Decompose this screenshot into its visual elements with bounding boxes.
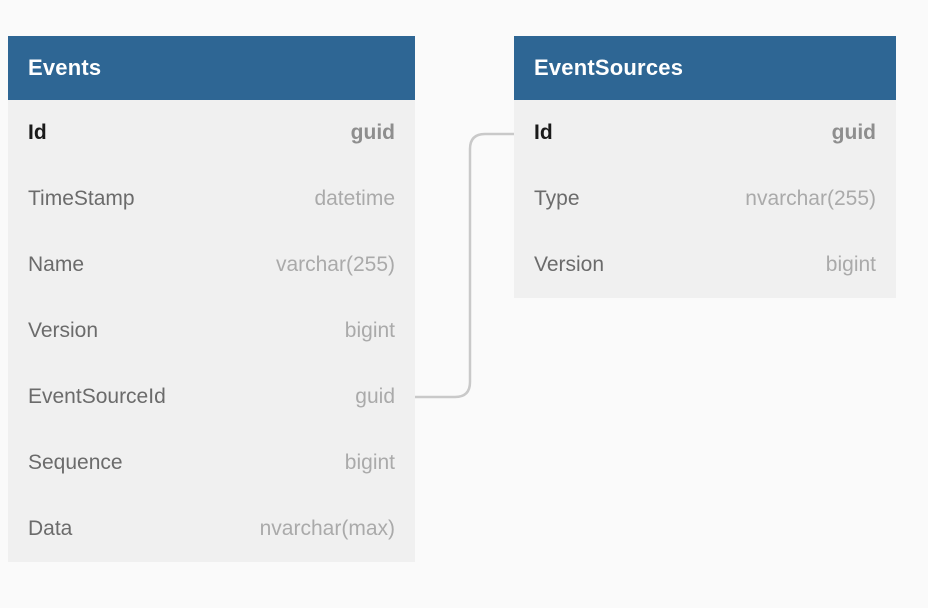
field-type: guid: [350, 121, 395, 144]
entity-table-events[interactable]: Events Id guid TimeStamp datetime Name v…: [8, 36, 415, 562]
field-row[interactable]: Name varchar(255): [28, 232, 395, 298]
field-name: Id: [28, 121, 47, 144]
field-name: Type: [534, 187, 580, 210]
entity-fields-eventsources: Id guid Type nvarchar(255) Version bigin…: [514, 100, 896, 298]
field-name: Name: [28, 253, 85, 276]
field-row[interactable]: Id guid: [28, 100, 395, 166]
field-name: TimeStamp: [28, 187, 135, 210]
field-type: varchar(255): [275, 253, 395, 276]
field-name: Version: [28, 319, 99, 342]
field-type: bigint: [825, 253, 876, 276]
entity-title-eventsources: EventSources: [514, 36, 896, 100]
field-name: EventSourceId: [28, 385, 166, 408]
field-type: bigint: [344, 451, 395, 474]
field-row[interactable]: Data nvarchar(max): [28, 496, 395, 562]
field-type: guid: [355, 385, 395, 408]
field-row[interactable]: Version bigint: [534, 232, 876, 298]
field-name: Id: [534, 121, 553, 144]
field-row-foreign-key[interactable]: EventSourceId guid: [28, 364, 395, 430]
field-row[interactable]: TimeStamp datetime: [28, 166, 395, 232]
field-name: Data: [28, 517, 73, 540]
field-type: bigint: [344, 319, 395, 342]
field-name: Version: [534, 253, 605, 276]
field-row[interactable]: Sequence bigint: [28, 430, 395, 496]
field-row[interactable]: Id guid: [534, 100, 876, 166]
field-type: datetime: [314, 187, 395, 210]
entity-title-events: Events: [8, 36, 415, 100]
entity-table-eventsources[interactable]: EventSources Id guid Type nvarchar(255) …: [514, 36, 896, 298]
field-row[interactable]: Version bigint: [28, 298, 395, 364]
field-type: nvarchar(max): [259, 517, 395, 540]
field-row[interactable]: Type nvarchar(255): [534, 166, 876, 232]
field-name: Sequence: [28, 451, 123, 474]
field-type: guid: [831, 121, 876, 144]
relationship-events-to-eventsources: [413, 132, 516, 399]
entity-fields-events: Id guid TimeStamp datetime Name varchar(…: [8, 100, 415, 562]
field-type: nvarchar(255): [745, 187, 876, 210]
